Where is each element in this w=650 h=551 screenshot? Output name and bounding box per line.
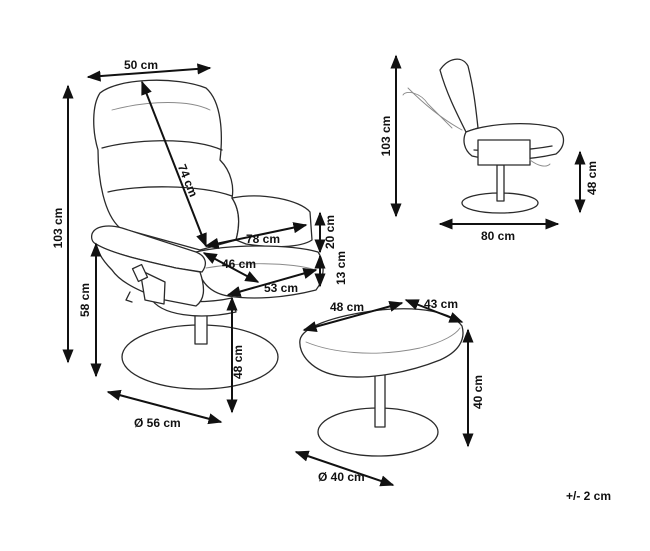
recliner-chair-drawing xyxy=(90,79,324,390)
dim-ottoman-depth xyxy=(404,299,464,323)
ottoman-cushion xyxy=(299,308,464,378)
dim-ottoman-base xyxy=(294,450,395,487)
label-side-height: 103 cm xyxy=(379,116,393,157)
dim-backrest-diagonal xyxy=(141,80,207,248)
side-recline-ghost-2 xyxy=(402,92,453,129)
side-recline-ghost xyxy=(407,87,463,131)
label-side-length: 80 cm xyxy=(481,229,515,243)
label-ottoman-width: 48 cm xyxy=(330,300,364,314)
dim-chair-width xyxy=(86,63,212,82)
label-armrest-height: 20 cm xyxy=(323,215,337,249)
label-seat-floor: 48 cm xyxy=(231,345,245,379)
chair-pedestal xyxy=(194,311,208,345)
side-body xyxy=(477,139,531,166)
side-backrest xyxy=(439,58,479,133)
label-side-seat-height: 48 cm xyxy=(585,161,599,195)
dim-ottoman-width xyxy=(302,300,404,333)
ottoman-seam xyxy=(305,327,461,354)
label-ottoman-base: Ø 40 cm xyxy=(318,470,365,484)
dim-seat-depth xyxy=(226,268,318,297)
dim-seat-depth-diagonal xyxy=(204,222,308,249)
side-view-drawing xyxy=(402,58,565,214)
dimension-lines xyxy=(62,54,586,487)
ottoman-drawing xyxy=(299,308,464,457)
chair-backrest xyxy=(93,79,240,251)
remote-control xyxy=(131,263,149,283)
recline-lever xyxy=(125,291,133,303)
tolerance-note: +/- 2 cm xyxy=(566,489,611,503)
side-footrest-ghost xyxy=(529,159,551,167)
chair-seat-cushion xyxy=(195,245,324,299)
ottoman-pedestal xyxy=(374,371,386,428)
label-armrest-floor: 58 cm xyxy=(78,283,92,317)
label-chair-base: Ø 56 cm xyxy=(134,416,181,430)
label-chair-height: 103 cm xyxy=(51,208,65,249)
label-chair-width: 50 cm xyxy=(124,58,158,72)
label-ottoman-depth: 43 cm xyxy=(424,297,458,311)
label-seat-cushion-height: 13 cm xyxy=(334,251,348,285)
label-seat-depth-diagonal: 78 cm xyxy=(246,232,280,246)
dim-chair-base xyxy=(106,389,223,425)
side-pedestal xyxy=(496,164,505,202)
label-seat-depth: 53 cm xyxy=(264,281,298,295)
label-seat-width: 46 cm xyxy=(222,257,256,271)
dimension-labels: 50 cm 103 cm 74 cm 78 cm 20 cm 13 cm 46 … xyxy=(51,58,611,503)
label-ottoman-height: 40 cm xyxy=(471,375,485,409)
